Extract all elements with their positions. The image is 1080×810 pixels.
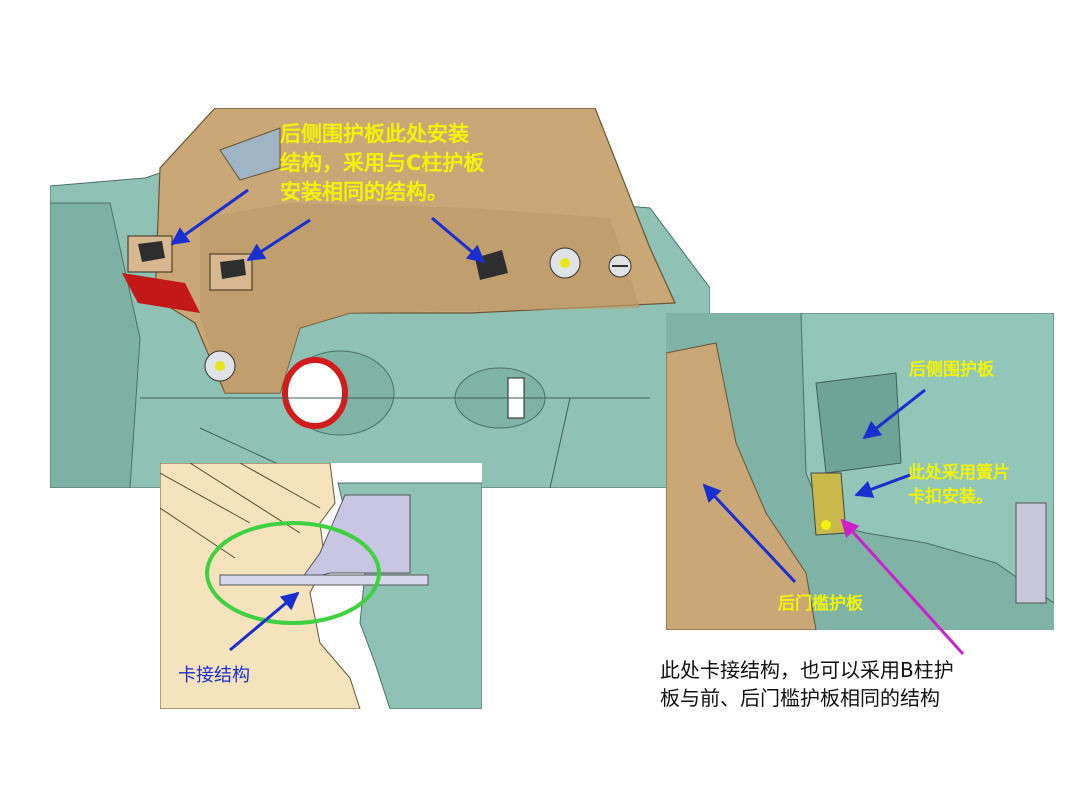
right-label-clip: 此处采用簧片 卡扣安装。 [908,463,1010,507]
body-panel-left [50,202,141,488]
right-label-top: 后侧围护板 [909,360,994,380]
main-callout-text: 后侧围护板此处安装 结构，采用与C柱护板 安装相同的结构。 [280,122,485,204]
trim-clip-1 [127,235,173,273]
right-pin [1015,502,1047,604]
screw-1 [549,247,581,279]
main-cad-view: 后侧围护板此处安装 结构，采用与C柱护板 安装相同的结构。 [50,108,710,488]
red-ring-hole [282,350,395,436]
trim-window-cutout [219,127,281,181]
trim-clip-2 [209,253,253,291]
inset-detail-drawing [160,463,482,709]
spring-clip [810,472,847,536]
screw-3 [204,350,236,382]
right-detail-view: 后侧围护板 此处采用簧片 卡扣安装。 后门槛护板 [666,313,1054,630]
inset-label-text: 卡接结构 [178,665,250,686]
inset-detail-view: 卡接结构 [160,463,482,709]
bottom-note-text: 此处卡接结构，也可以采用B柱护 板与前、后门槛护板相同的结构 [660,658,954,710]
main-cad-drawing [50,108,710,488]
right-label-bottom: 后门槛护板 [778,594,863,614]
screw-2 [608,254,632,278]
inset-clip-plate [219,574,429,586]
right-inner-pocket [815,372,902,474]
red-bracket [122,273,200,313]
